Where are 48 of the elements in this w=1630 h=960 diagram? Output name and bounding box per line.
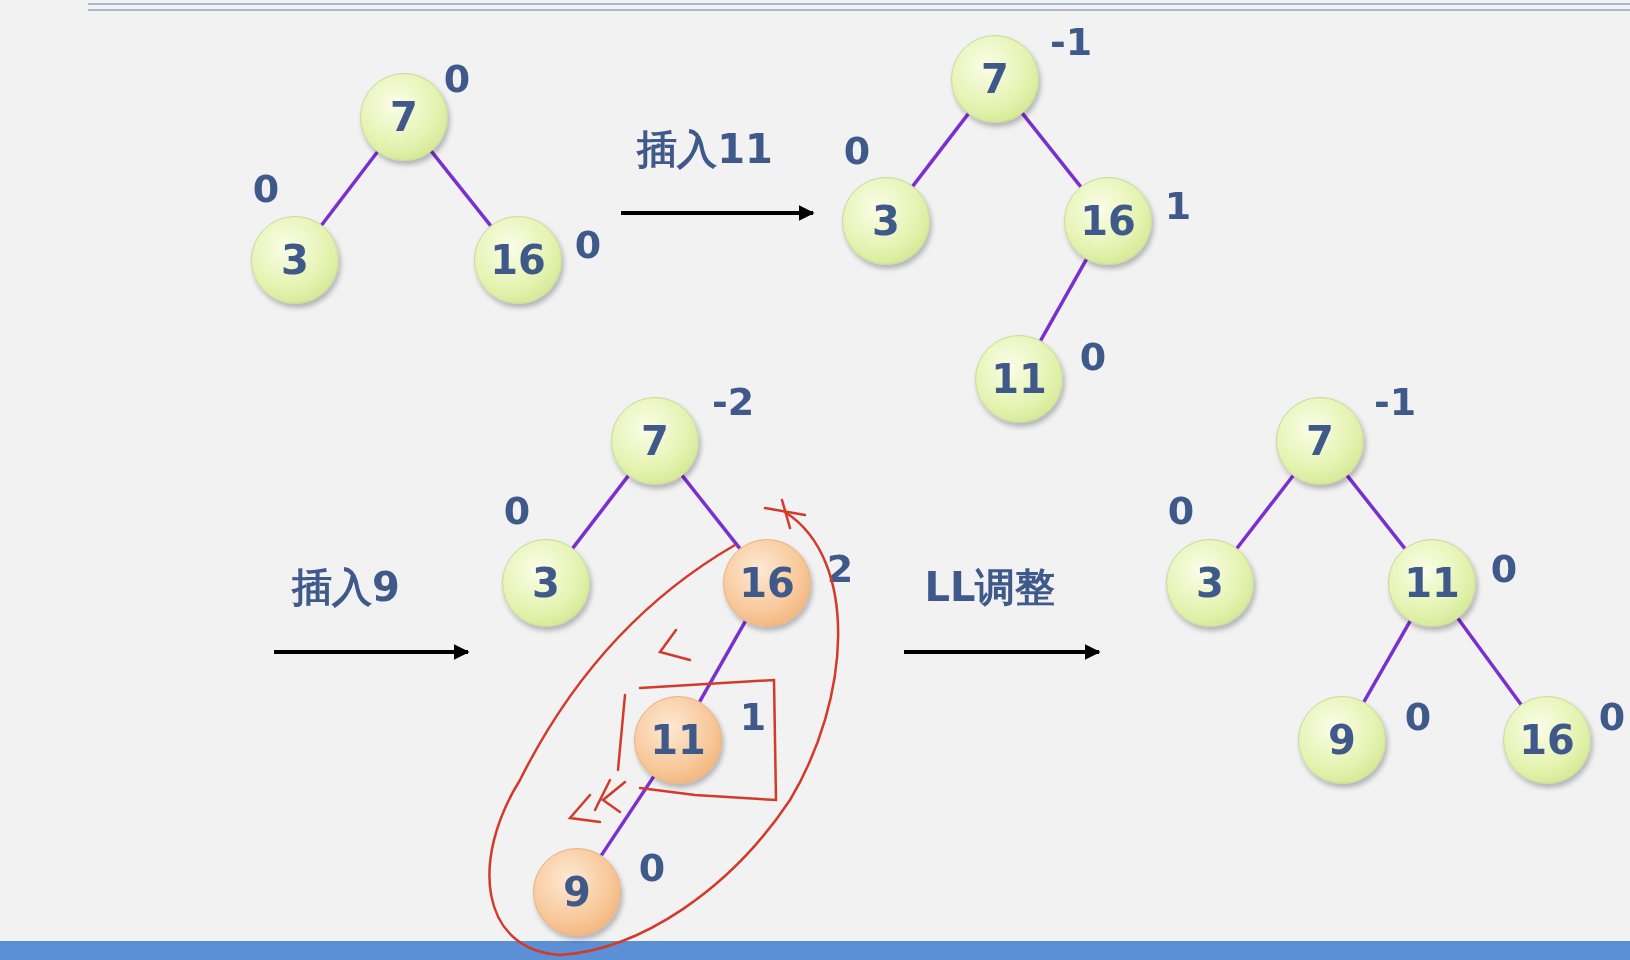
tree-node: 9 bbox=[1298, 696, 1386, 784]
tree-edge bbox=[571, 474, 630, 550]
tree-node: 7 bbox=[611, 397, 699, 485]
balance-factor: 2 bbox=[826, 547, 854, 591]
balance-factor: -1 bbox=[1373, 380, 1417, 424]
balance-factor: 0 bbox=[252, 167, 280, 211]
tree-node: 7 bbox=[1276, 397, 1364, 485]
tree-node: 16 bbox=[723, 539, 811, 627]
tree-edge bbox=[599, 775, 656, 857]
balance-factor: 0 bbox=[1167, 489, 1195, 533]
tree-edge bbox=[1235, 474, 1295, 550]
tree-node: 3 bbox=[251, 216, 339, 304]
tree-edge bbox=[1456, 617, 1523, 706]
tree-node: 7 bbox=[951, 35, 1039, 123]
tree-node: 16 bbox=[1503, 696, 1591, 784]
tree-edge bbox=[430, 150, 492, 227]
tree-node: 3 bbox=[502, 539, 590, 627]
balance-factor: -2 bbox=[711, 380, 755, 424]
tree-edge bbox=[320, 150, 379, 227]
tree-edge bbox=[1039, 258, 1088, 342]
tree-node: 16 bbox=[474, 216, 562, 304]
balance-factor: 1 bbox=[1164, 184, 1192, 228]
balance-factor: 0 bbox=[1079, 335, 1107, 379]
tree-edge bbox=[1362, 620, 1412, 703]
tree-edge bbox=[911, 112, 970, 188]
tree-edge bbox=[1345, 474, 1407, 550]
balance-factor: 0 bbox=[843, 129, 871, 173]
tree-node: 11 bbox=[1388, 539, 1476, 627]
balance-factor: 0 bbox=[1490, 547, 1518, 591]
balance-factor: 0 bbox=[503, 489, 531, 533]
balance-factor: 0 bbox=[574, 223, 602, 267]
step-label: 插入11 bbox=[637, 124, 773, 174]
balance-factor: 0 bbox=[638, 846, 666, 890]
tree-node: 11 bbox=[975, 335, 1063, 423]
tree-node: 11 bbox=[634, 696, 722, 784]
balance-factor: 0 bbox=[1404, 695, 1432, 739]
step-label: 插入9 bbox=[292, 562, 400, 612]
tree-node: 3 bbox=[1166, 539, 1254, 627]
tree-node: 9 bbox=[533, 848, 621, 936]
balance-factor: 0 bbox=[1598, 695, 1626, 739]
balance-factor: 1 bbox=[739, 695, 767, 739]
balance-factor: -1 bbox=[1049, 20, 1093, 64]
tree-node: 16 bbox=[1064, 177, 1152, 265]
step-label: LL调整 bbox=[924, 562, 1056, 612]
tree-node: 3 bbox=[842, 177, 930, 265]
tree-edge bbox=[1021, 112, 1082, 188]
tree-edge bbox=[680, 474, 742, 550]
tree-edge bbox=[698, 620, 747, 703]
